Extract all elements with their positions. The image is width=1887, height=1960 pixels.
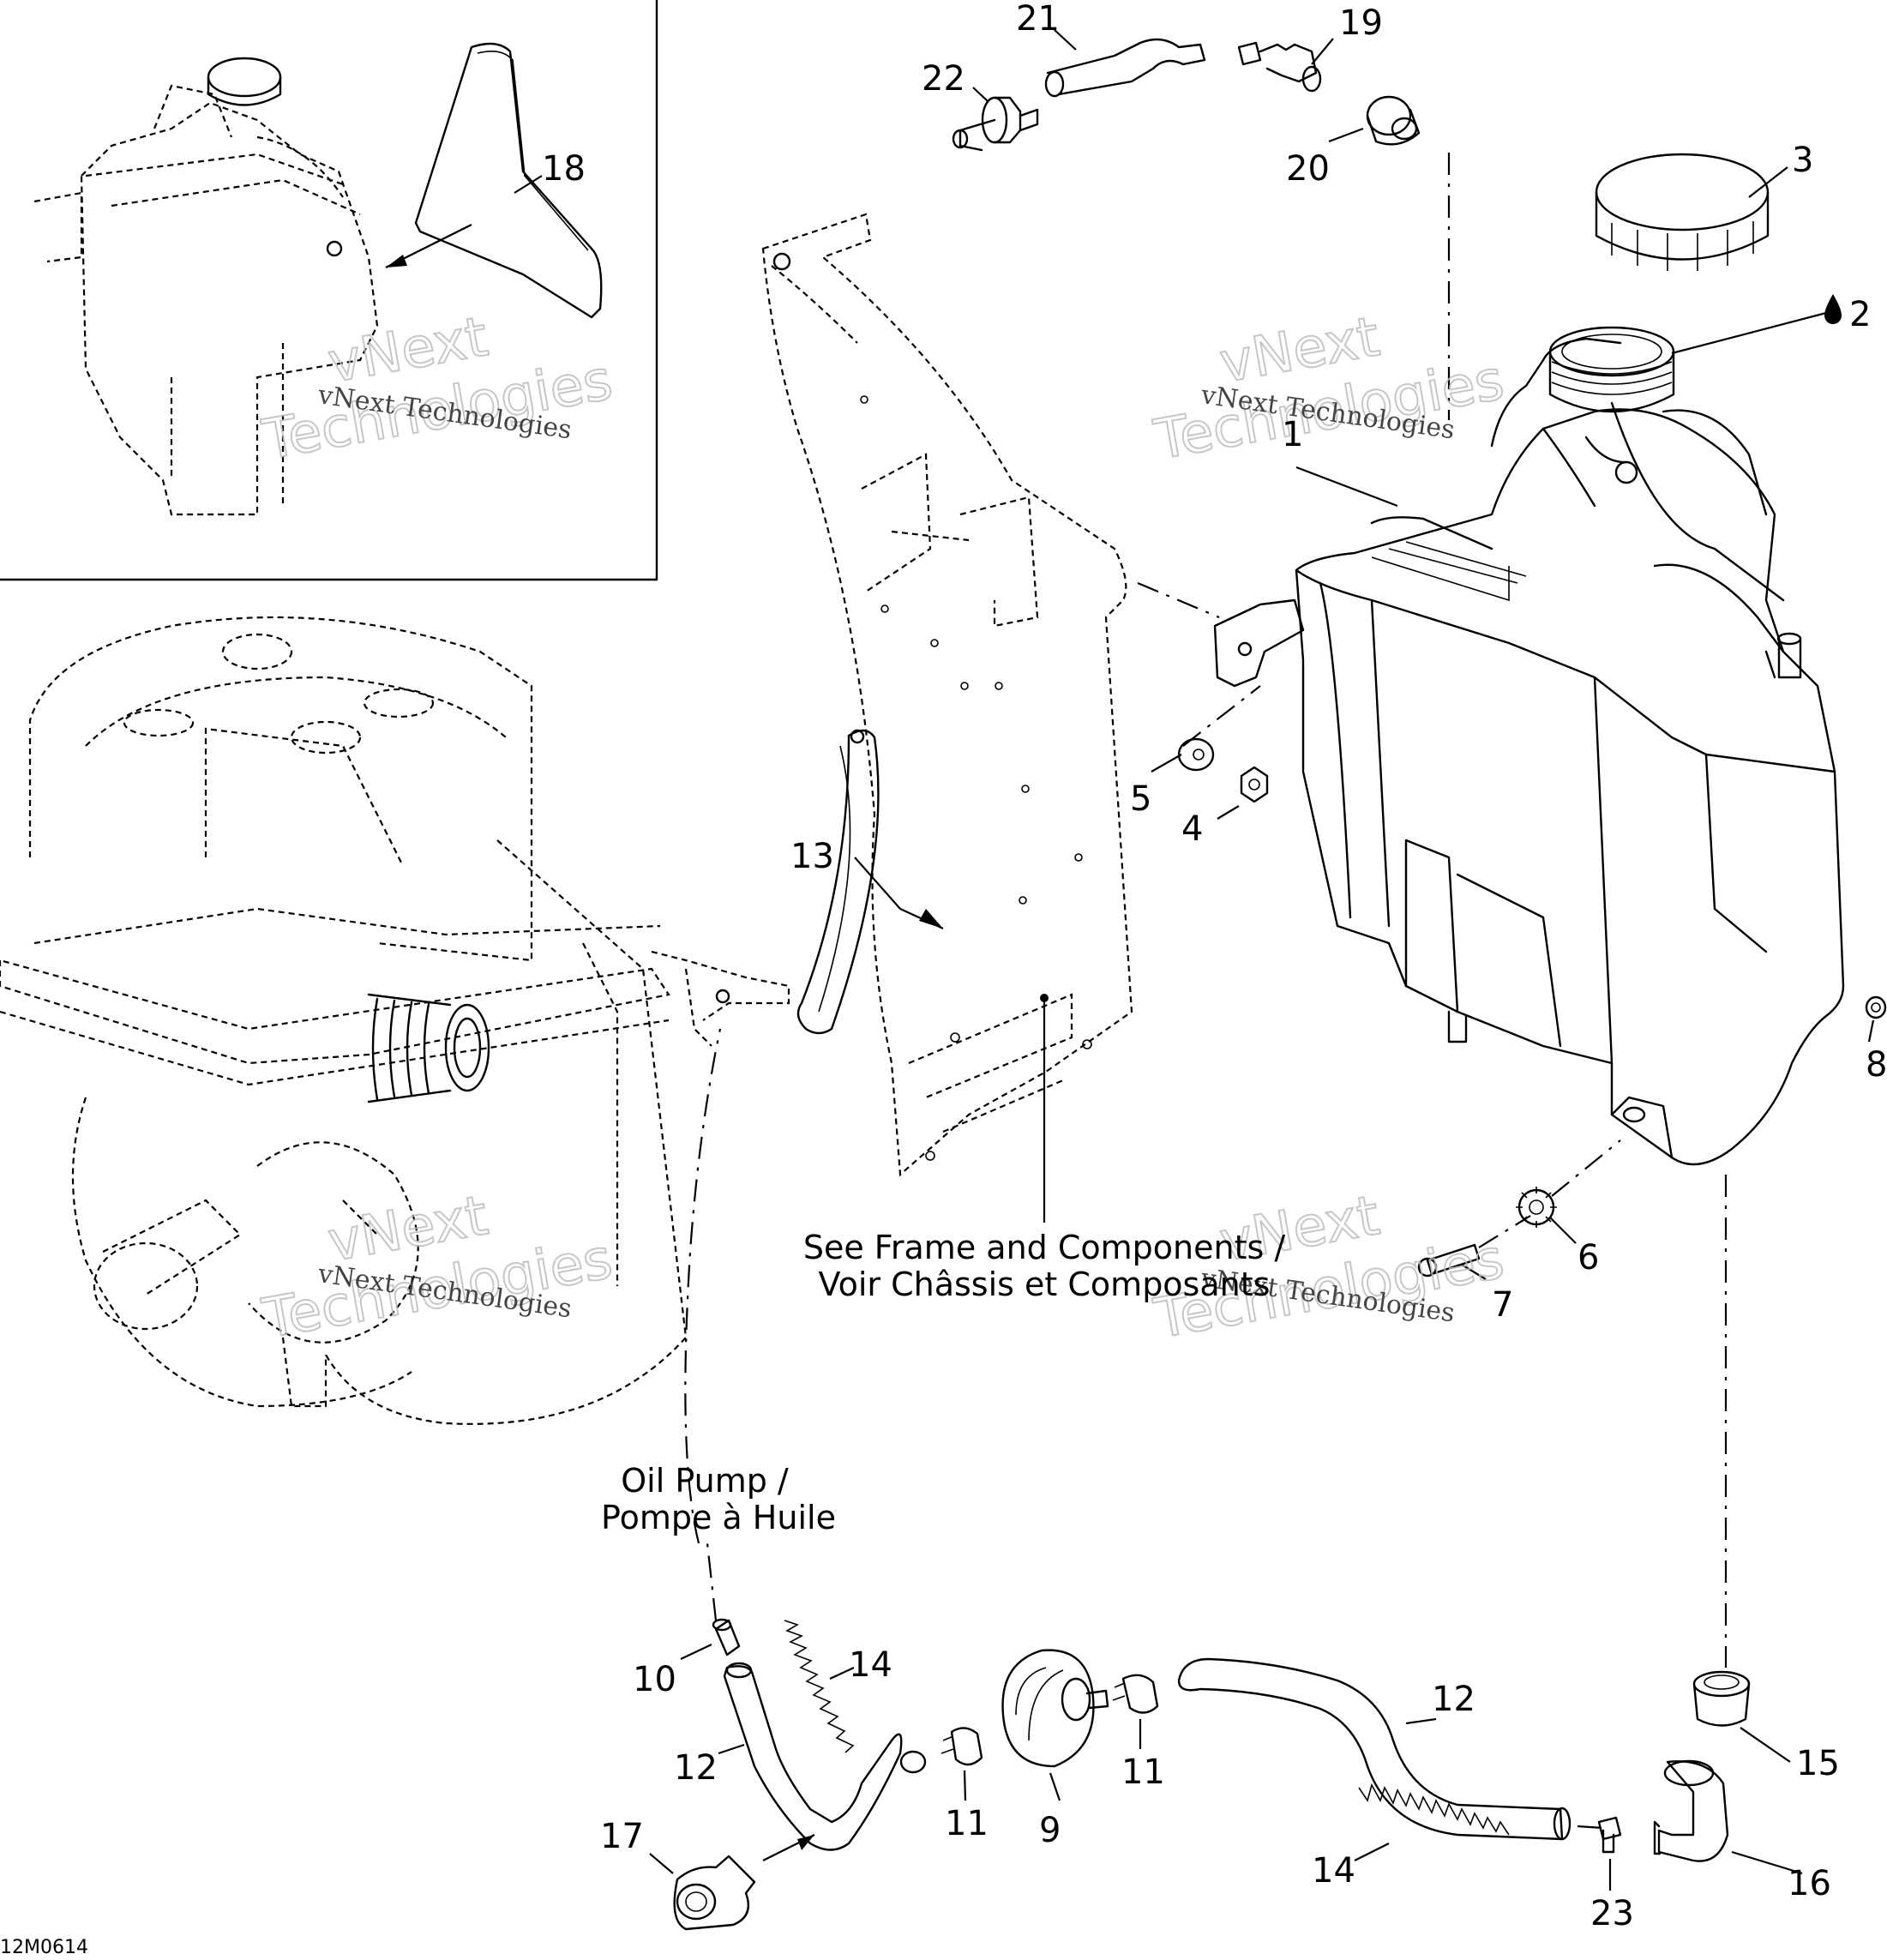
watermark-1: vNext Technologies [257, 304, 618, 473]
callout-23: 23 [1590, 1894, 1634, 1933]
callout-4: 4 [1181, 809, 1203, 849]
notes: See Frame and Components / Voir Châssis … [0, 1229, 1285, 1958]
figure-code: 12M0614 [0, 1937, 88, 1958]
engine-outline [0, 616, 790, 1425]
callout-11-left: 11 [945, 1804, 989, 1843]
inset-oil-tank [33, 57, 379, 516]
part-3-cap [1595, 153, 1770, 271]
callouts: 1 2 3 4 5 6 7 8 9 10 11 11 12 12 13 14 1… [542, 0, 1887, 1933]
inset-sheet-part-18 [414, 42, 603, 319]
part-9-filter [1001, 1649, 1109, 1768]
callout-5: 5 [1130, 779, 1151, 819]
callout-1: 1 [1282, 415, 1303, 454]
oil-tank [1213, 326, 1845, 1166]
callout-12-right: 12 [1432, 1680, 1475, 1719]
watermark-3: vNext Technologies [257, 1183, 618, 1352]
callout-21: 21 [1016, 0, 1060, 39]
callout-6: 6 [1578, 1238, 1599, 1278]
callout-20: 20 [1286, 149, 1330, 189]
inset-panel [0, 0, 658, 581]
oil-pump-note-line2: Pompe à Huile [601, 1499, 836, 1536]
frame-note-line1: See Frame and Components / [803, 1229, 1285, 1266]
frame-note-line2: Voir Châssis et Composants [819, 1266, 1271, 1303]
callout-10: 10 [633, 1660, 676, 1699]
part-13-strap [796, 729, 880, 1035]
callout-11-right: 11 [1121, 1753, 1165, 1792]
callout-14-left: 14 [849, 1645, 892, 1685]
callout-17: 17 [600, 1817, 644, 1856]
callout-8: 8 [1866, 1045, 1887, 1085]
callout-13: 13 [790, 837, 834, 876]
frame-bracket [761, 213, 1133, 1223]
callout-15: 15 [1796, 1744, 1840, 1783]
lower-hose-assembly [673, 1618, 1751, 1931]
watermark-group: vNext Technologies vNext Technologies vN… [257, 304, 1510, 1352]
callout-12-left: 12 [674, 1748, 718, 1788]
watermark-2: vNext Technologies [1149, 304, 1510, 473]
callout-2: 2 [1824, 294, 1871, 334]
callout-14-right: 14 [1312, 1851, 1355, 1891]
callout-3: 3 [1792, 141, 1813, 180]
leader-lines [649, 29, 1875, 1891]
vent-line-parts [952, 38, 1421, 152]
oil-pump-note-line1: Oil Pump / [621, 1462, 789, 1500]
engine-intake [367, 993, 490, 1103]
oil-drop-icon [1824, 294, 1842, 324]
assembly-centerlines [684, 153, 1728, 1830]
part-17-clamp [673, 1855, 756, 1931]
callout-16: 16 [1788, 1864, 1831, 1903]
callout-18: 18 [542, 149, 586, 189]
hardware-parts [1177, 737, 1887, 1278]
callout-22: 22 [922, 59, 965, 99]
tank-filler-neck [1548, 326, 1675, 484]
callout-9: 9 [1039, 1811, 1061, 1850]
callout-19: 19 [1339, 3, 1383, 43]
callout-7: 7 [1492, 1285, 1513, 1325]
svg-text:2: 2 [1849, 295, 1871, 334]
